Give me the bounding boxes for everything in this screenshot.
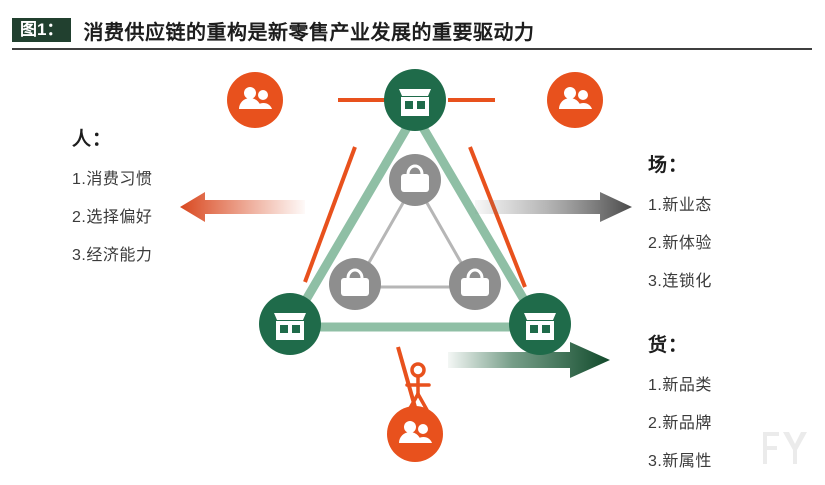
arrow-goods: [448, 342, 610, 378]
users-icon-upper-left: [227, 72, 283, 128]
shopping-bag-icon-right: [449, 258, 501, 310]
shopping-bag-icon-left: [329, 258, 381, 310]
store-icon-left: [259, 293, 321, 355]
place-item-2: 2.新体验: [648, 235, 712, 252]
title-divider: [12, 48, 812, 50]
text-block-place: 场： 1.新业态 2.新体验 3.连锁化: [648, 150, 712, 305]
people-item-3: 3.经济能力: [72, 247, 153, 264]
inner-triangle: [353, 180, 477, 289]
store-icon-top: [384, 69, 446, 131]
text-block-people: 人： 1.消费习惯 2.选择偏好 3.经济能力: [72, 124, 152, 279]
goods-item-1: 1.新品类: [648, 377, 712, 394]
page-title: 消费供应链的重构是新零售产业发展的重要驱动力: [83, 21, 535, 44]
site-logo-watermark: [757, 426, 809, 470]
shopping-bag-icon-top: [389, 154, 441, 206]
supply-chain-diagram: [170, 52, 640, 462]
place-heading: 场：: [648, 155, 689, 176]
people-heading: 人：: [72, 129, 113, 150]
goods-item-2: 2.新品牌: [648, 415, 712, 432]
people-item-2: 2.选择偏好: [72, 209, 153, 226]
orange-connectors: [303, 98, 527, 408]
users-icon-bottom: [387, 406, 443, 462]
arrow-place: [475, 192, 632, 222]
users-icon-upper-right: [547, 72, 603, 128]
place-item-3: 3.连锁化: [648, 273, 712, 290]
goods-item-3: 3.新属性: [648, 453, 712, 470]
text-block-goods: 货： 1.新品类 2.新品牌 3.新属性: [648, 330, 712, 485]
outer-triangle: [285, 109, 545, 332]
store-icon-right: [509, 293, 571, 355]
figure-number-badge: 图1：: [12, 18, 72, 42]
arrow-people: [180, 192, 305, 222]
place-item-1: 1.新业态: [648, 197, 712, 214]
figure-header: 图1： 消费供应链的重构是新零售产业发展的重要驱动力: [12, 12, 812, 48]
people-item-1: 1.消费习惯: [72, 171, 153, 188]
goods-heading: 货：: [648, 335, 689, 356]
